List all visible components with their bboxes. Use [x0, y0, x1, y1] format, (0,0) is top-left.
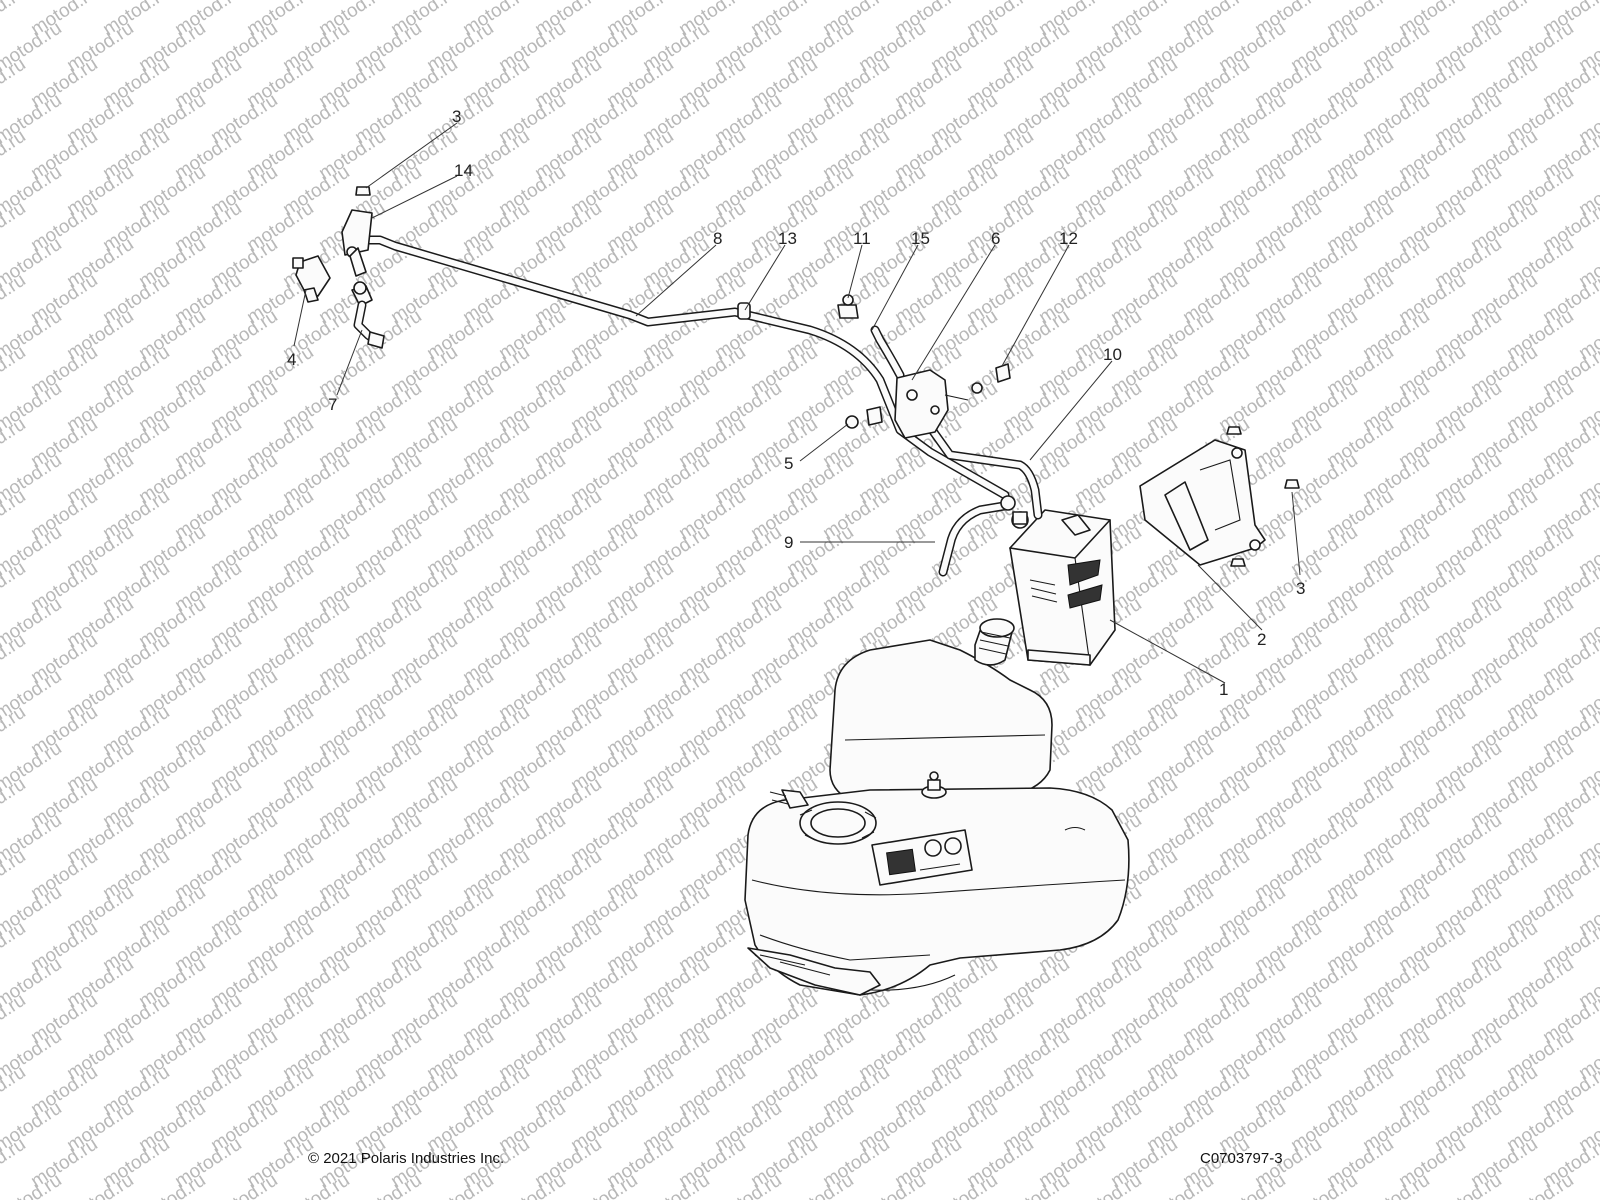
watermark-text: motod.ru	[0, 558, 30, 616]
callout-11: 11	[853, 229, 871, 248]
callout-7: 7	[328, 395, 337, 414]
drawing-number: C0703797-3	[1200, 1150, 1283, 1167]
watermark-text: motod.ru	[0, 0, 30, 40]
fitting-11	[837, 304, 859, 319]
callout-10: 10	[1103, 345, 1122, 364]
watermark-text: motod.ru	[0, 486, 30, 544]
callout-8: 8	[713, 229, 722, 248]
callout-9: 9	[784, 533, 793, 552]
watermark-text: motod.ru	[0, 918, 30, 976]
watermark-text: motod.ru	[0, 342, 30, 400]
watermark-text: motod.ru	[0, 126, 30, 184]
watermark-text: motod.ru	[0, 270, 30, 328]
callout-15: 15	[911, 229, 930, 248]
copyright-notice: © 2021 Polaris Industries Inc.	[308, 1150, 505, 1167]
callout-3-right: 3	[1296, 579, 1305, 598]
callout-2: 2	[1257, 630, 1266, 649]
watermark-text: motod.ru	[0, 630, 30, 688]
callout-12: 12	[1059, 229, 1078, 248]
callout-13: 13	[778, 229, 797, 248]
watermark-text: motod.ru	[0, 990, 30, 1048]
callout-1: 1	[1219, 680, 1228, 699]
callout-5: 5	[784, 454, 793, 473]
watermark-text: motod.ru	[1575, 1170, 1600, 1200]
watermark-text: motod.ru	[0, 1062, 30, 1120]
clip-12	[995, 363, 1011, 383]
watermark-text: motod.ru	[0, 702, 30, 760]
watermark-text: motod.ru	[0, 198, 30, 256]
watermark-text: motod.ru	[0, 54, 30, 112]
callout-6: 6	[991, 229, 1000, 248]
watermark-text: motod.ru	[0, 846, 30, 904]
watermark-text: motod.ru	[0, 414, 30, 472]
fuel-tank	[744, 618, 1130, 996]
watermark-text: motod.ru	[0, 1134, 30, 1192]
watermark-text: motod.ru	[1575, 0, 1600, 4]
pin-5	[845, 415, 859, 429]
callout-14: 14	[454, 161, 473, 180]
evap-canister	[1009, 509, 1116, 666]
watermark-text: motod.ru	[0, 774, 30, 832]
callout-4: 4	[287, 350, 296, 369]
callout-3-top: 3	[452, 107, 461, 126]
